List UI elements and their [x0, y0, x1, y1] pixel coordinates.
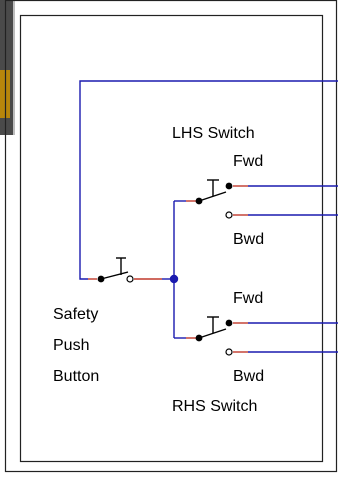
safety-label-line2: Push	[53, 337, 89, 354]
rhs-fwd-contact	[225, 319, 233, 327]
lhs-fwd-label: Fwd	[233, 153, 263, 170]
rhs-switch-label: RHS Switch	[172, 398, 257, 415]
rhs-bwd-contact	[225, 348, 233, 356]
safety-label-line3: Button	[53, 368, 99, 385]
leads	[88, 185, 248, 353]
wire-top-loop	[79, 80, 338, 280]
lhs-bwd-label: Bwd	[233, 231, 264, 248]
lhs-bwd-contact	[225, 211, 233, 219]
rhs-fwd-label: Fwd	[233, 290, 263, 307]
button-contact-right	[126, 275, 134, 283]
photo-fragment	[0, 0, 15, 135]
outer-frame	[4, 0, 338, 473]
photo-edge	[13, 0, 15, 135]
rhs-arm	[198, 328, 227, 339]
lhs-fwd-contact	[225, 182, 233, 190]
rhs-switch-symbol	[195, 316, 233, 356]
rhs-bwd-label: Bwd	[233, 368, 264, 385]
wiring	[79, 80, 338, 353]
junction-node	[169, 274, 179, 284]
button-arm	[100, 271, 129, 280]
lhs-switch-label: LHS Switch	[172, 125, 255, 142]
lhs-arm	[198, 191, 227, 202]
lhs-switch-symbol	[195, 179, 233, 219]
safety-label-line1: Safety	[53, 306, 98, 323]
inner-frame	[19, 14, 324, 463]
safety-push-button-symbol	[97, 257, 134, 283]
